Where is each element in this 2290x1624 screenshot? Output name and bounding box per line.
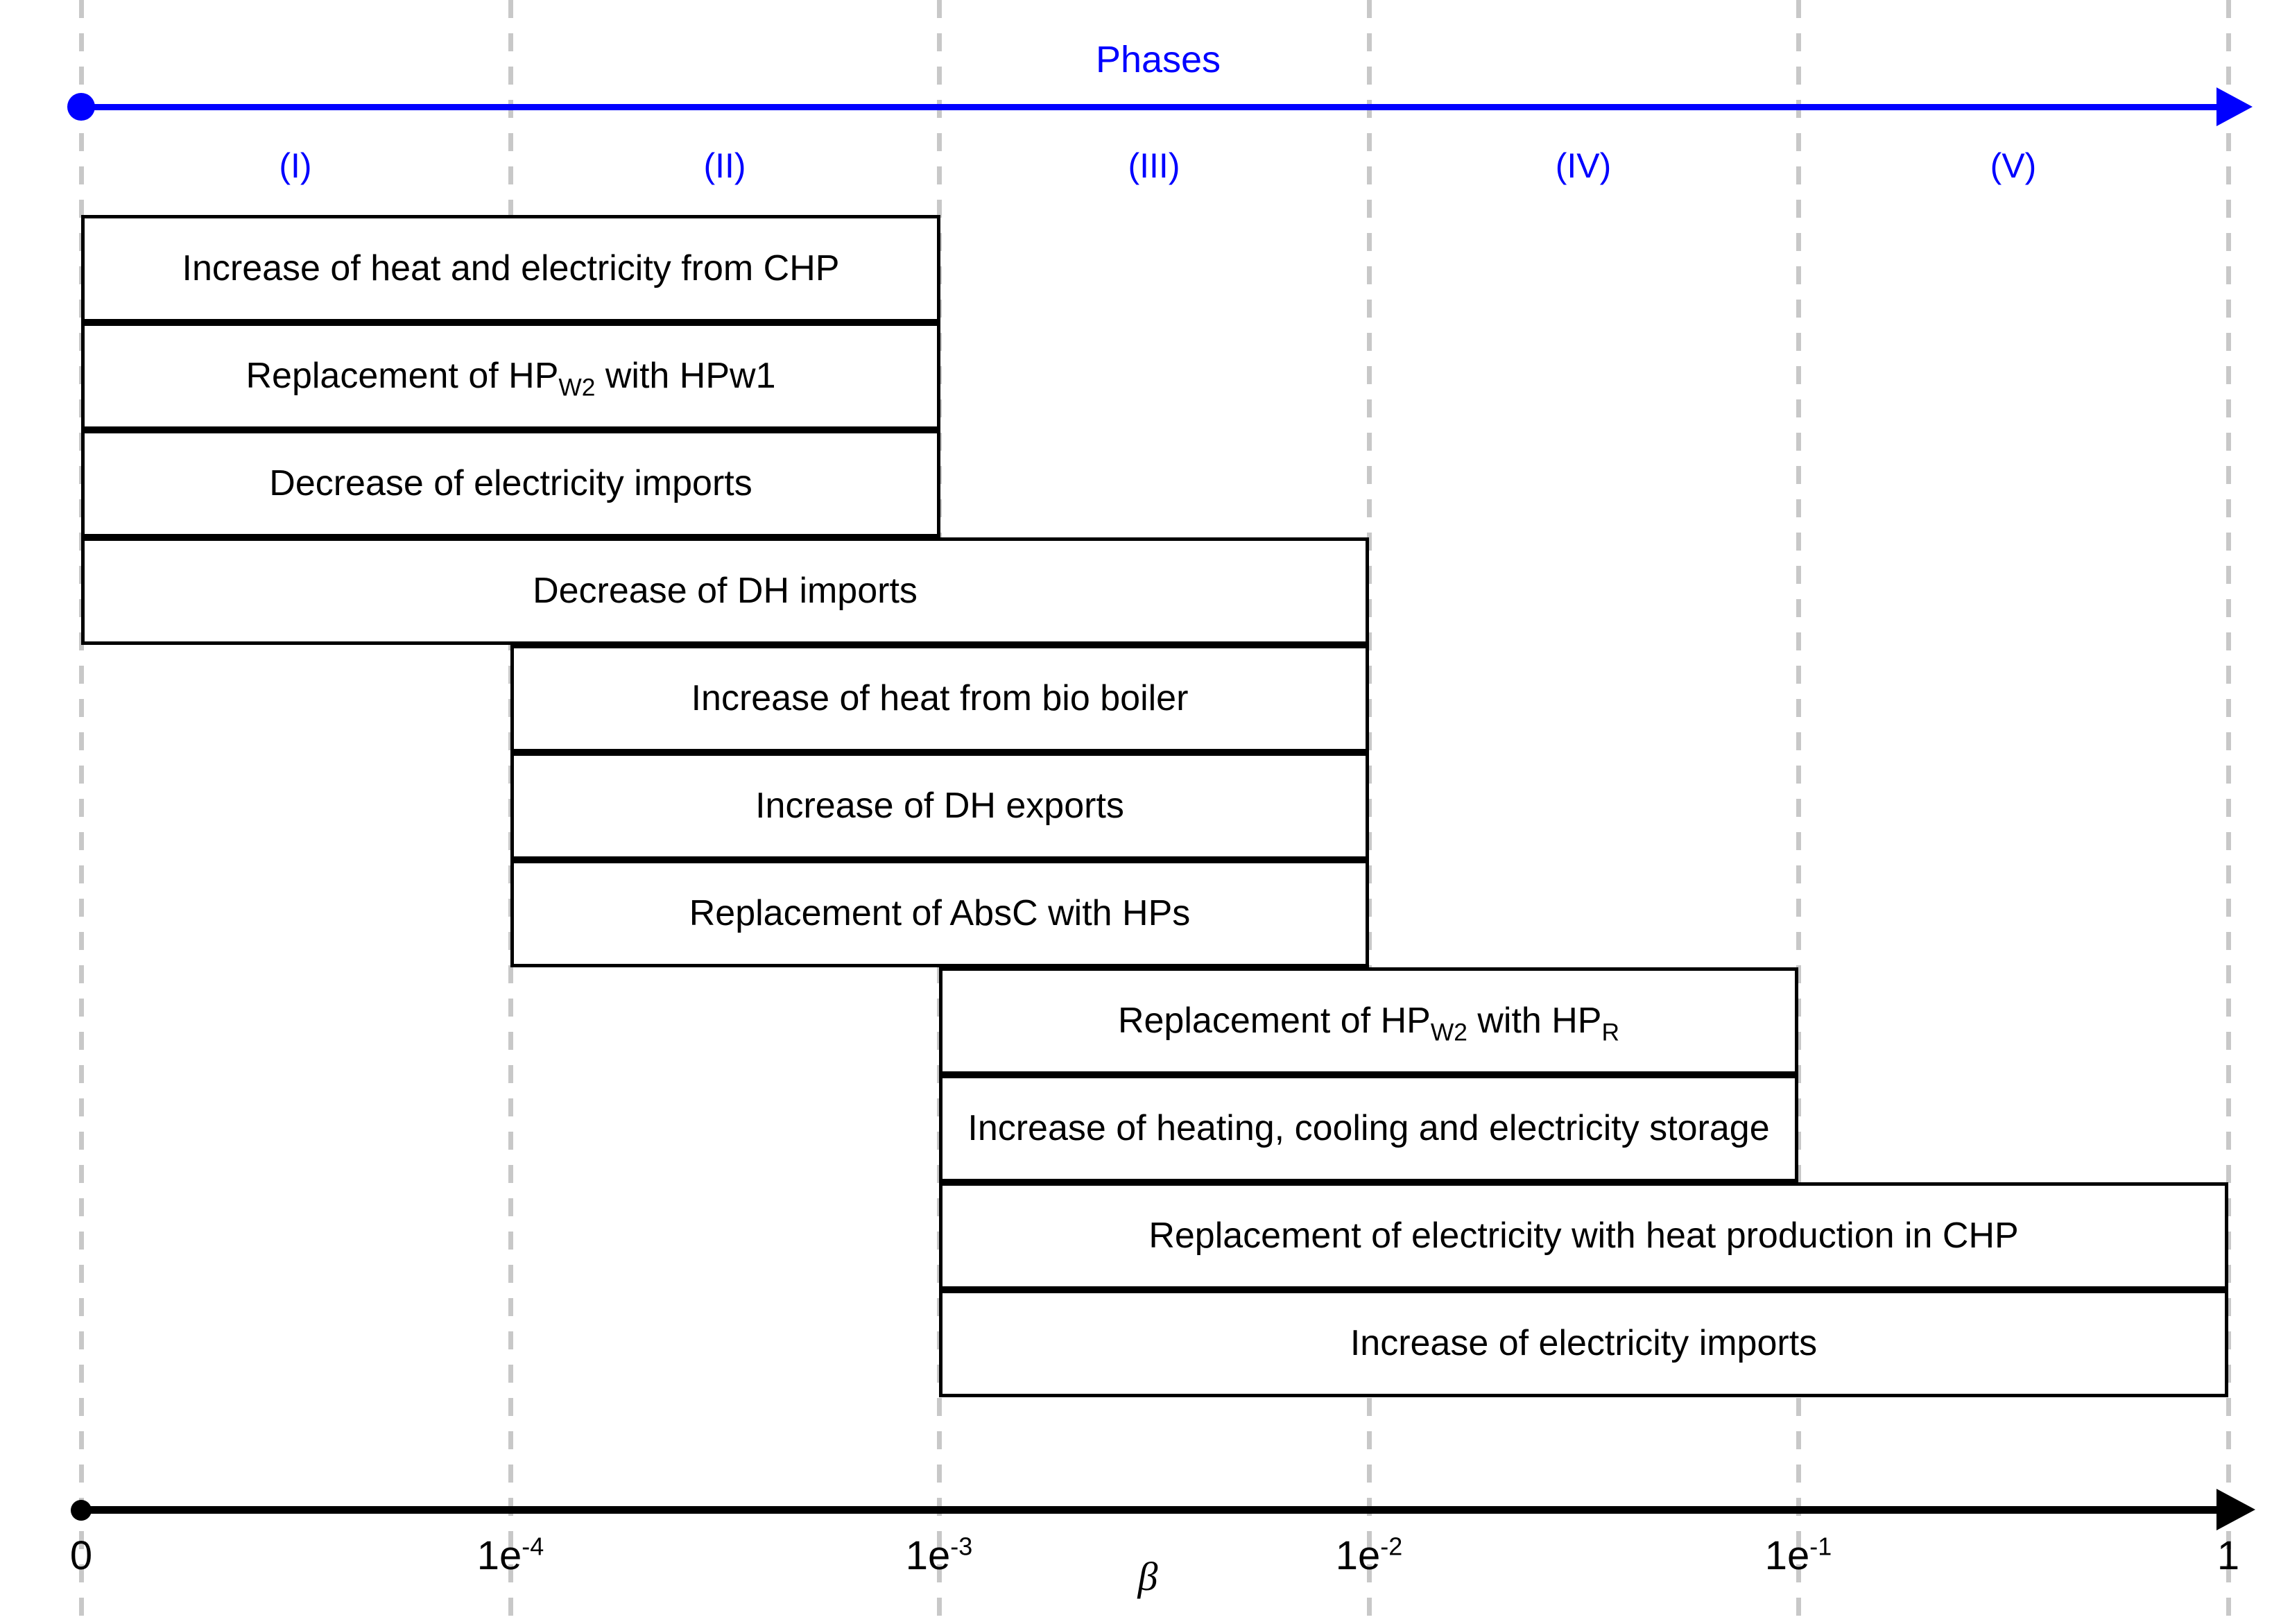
phase-label-4: (IV) <box>1555 146 1612 185</box>
phase-label-5: (V) <box>1990 146 2037 185</box>
beta-axis-title: β <box>1137 1554 1158 1599</box>
beta-axis-start-dot <box>71 1500 92 1521</box>
beta-tick-1: 1e-4 <box>476 1532 544 1578</box>
phase-box-label: Replacement of HPW2 with HPw1 <box>246 356 776 401</box>
phase-box-label: Increase of DH exports <box>755 786 1124 827</box>
phase-box-label: Replacement of electricity with heat pro… <box>1148 1216 2019 1256</box>
phase-box: Replacement of HPW2 with HPR <box>939 967 1798 1075</box>
beta-tick-4: 1e-1 <box>1764 1532 1832 1578</box>
phase-box: Increase of electricity imports <box>939 1290 2228 1397</box>
phase-box-label: Increase of heat from bio boiler <box>691 678 1189 719</box>
beta-tick-2: 1e-3 <box>905 1532 973 1578</box>
phase-label-3: (III) <box>1128 146 1180 185</box>
phase-box: Increase of heat and electricity from CH… <box>81 215 940 322</box>
phase-box: Replacement of electricity with heat pro… <box>939 1182 2228 1290</box>
phase-box-label: Decrease of DH imports <box>533 571 918 612</box>
phase-box-label: Increase of heating, cooling and electri… <box>967 1108 1770 1149</box>
phase-box: Decrease of electricity imports <box>81 430 940 537</box>
phase-box: Replacement of AbsC with HPs <box>510 860 1369 967</box>
beta-tick-3: 1e-2 <box>1335 1532 1403 1578</box>
phase-box-label: Increase of electricity imports <box>1350 1323 1818 1364</box>
phase-box: Increase of heating, cooling and electri… <box>939 1075 1798 1182</box>
phases-axis-start-dot <box>67 93 95 121</box>
phase-box: Increase of DH exports <box>510 752 1369 860</box>
gridline-0 <box>79 0 84 1624</box>
phase-box: Increase of heat from bio boiler <box>510 645 1369 752</box>
beta-tick-0: 0 <box>69 1533 93 1578</box>
phase-box-label: Replacement of HPW2 with HPR <box>1117 1001 1620 1046</box>
gridline-5 <box>2226 0 2231 1624</box>
phase-box-label: Replacement of AbsC with HPs <box>689 893 1191 934</box>
phase-label-2: (II) <box>703 146 746 185</box>
phase-label-1: (I) <box>279 146 312 185</box>
phase-box: Decrease of DH imports <box>81 537 1369 645</box>
beta-axis-arrow-icon <box>2216 1489 2255 1530</box>
beta-tick-5: 1 <box>2216 1533 2240 1578</box>
phases-axis-arrow-icon <box>2216 87 2253 126</box>
phases-axis-line <box>81 104 2221 110</box>
gridline-4 <box>1796 0 1801 1624</box>
phase-box-label: Increase of heat and electricity from CH… <box>182 248 840 289</box>
gridline-3 <box>1367 0 1372 1624</box>
phase-box: Replacement of HPW2 with HPw1 <box>81 322 940 430</box>
beta-axis-line <box>81 1506 2221 1514</box>
phases-axis-title: Phases <box>1095 39 1221 80</box>
phase-box-label: Decrease of electricity imports <box>269 463 752 504</box>
